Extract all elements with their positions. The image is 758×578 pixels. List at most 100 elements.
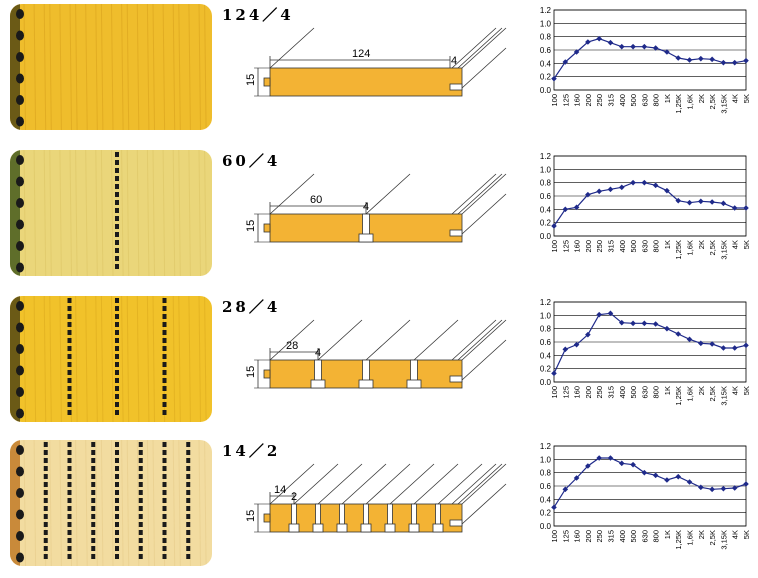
wood-panel-swatch — [10, 150, 212, 276]
edge-hole — [16, 408, 24, 419]
wood-grain-line — [162, 4, 166, 130]
perforation-dot — [162, 538, 167, 543]
perforation-dot — [67, 354, 72, 359]
perforation-dot — [162, 554, 167, 559]
perforation-dot — [115, 354, 119, 359]
x-tick-label: 400 — [618, 386, 627, 399]
wood-surface — [10, 296, 212, 422]
perforation-dot — [115, 184, 119, 189]
perspective-line — [269, 27, 315, 69]
wood-grain-line — [85, 150, 88, 276]
perspective-line — [365, 173, 411, 215]
wood-grain-line — [146, 440, 150, 566]
perforation-dot — [43, 474, 48, 479]
data-point-marker — [573, 204, 580, 211]
data-point-marker — [562, 59, 569, 65]
panel-edge-strip — [10, 440, 20, 566]
panel-cross-section — [269, 67, 463, 97]
perspective-line — [317, 319, 363, 361]
x-tick-label: 1K — [663, 240, 672, 249]
panel-tongue — [263, 223, 271, 233]
perforation-dot — [186, 522, 191, 527]
perspective-line — [269, 463, 315, 505]
data-point-marker — [709, 486, 715, 493]
wood-panel-swatch — [10, 296, 212, 422]
y-tick-label: 0.6 — [540, 192, 552, 201]
wood-grain-line — [146, 150, 150, 276]
perforation-dot — [43, 442, 48, 447]
data-point-marker — [573, 49, 580, 55]
panel-slot-cavity — [312, 523, 324, 533]
perforation-dot — [67, 394, 72, 399]
perforation-dot — [186, 538, 191, 543]
y-tick-label: 0.2 — [540, 509, 552, 518]
thickness-label: 15 — [245, 366, 257, 378]
wood-grain-line — [59, 150, 62, 276]
wood-grain-line — [23, 296, 26, 422]
y-tick-label: 0.4 — [540, 495, 552, 504]
data-point-marker — [641, 43, 648, 50]
panel-slot-cavity — [432, 523, 444, 533]
perforation-dot — [91, 458, 96, 463]
y-tick-label: 0.0 — [540, 232, 552, 241]
data-point-marker — [709, 199, 715, 205]
perforation-dot — [115, 306, 119, 311]
edge-hole — [16, 219, 24, 230]
x-tick-label: 315 — [606, 240, 615, 253]
wood-grain-line — [121, 150, 124, 276]
perforation-dot — [67, 522, 72, 527]
perforation-dot — [67, 466, 72, 471]
perforation-dot — [186, 498, 191, 503]
x-tick-label: 160 — [573, 94, 582, 107]
y-tick-label: 0.8 — [540, 469, 552, 478]
wood-panel-swatch — [10, 440, 212, 566]
x-tick-label: 5K — [742, 94, 751, 103]
perforation-dot — [115, 176, 119, 181]
wood-grain-line — [100, 150, 104, 276]
perforation-dot — [67, 314, 72, 319]
perforation-dot — [162, 346, 167, 351]
perforation-dot — [67, 514, 72, 519]
wood-grain-line — [111, 440, 114, 566]
x-tick-label: 1,6K — [686, 240, 695, 255]
wood-grain-line — [204, 4, 207, 130]
perforation-dot — [186, 482, 191, 487]
panel-slot — [363, 503, 369, 527]
perforation-dot — [138, 514, 143, 519]
perforation-dot — [138, 506, 143, 511]
perforation-dot — [186, 490, 191, 495]
panel-slot — [314, 359, 322, 383]
x-tick-label: 400 — [618, 240, 627, 253]
x-tick-label: 125 — [561, 530, 570, 543]
data-point-marker — [698, 484, 704, 491]
x-tick-label: 100 — [550, 94, 559, 107]
wood-grain-line — [43, 296, 47, 422]
data-point-marker — [731, 205, 738, 211]
data-point-marker — [596, 455, 602, 461]
y-tick-label: 1.0 — [540, 19, 552, 28]
perforation-dot — [138, 490, 143, 495]
x-tick-label: 800 — [652, 530, 661, 543]
x-tick-label: 3,15K — [719, 530, 728, 550]
wood-grain-line — [33, 440, 37, 566]
wood-grain-line — [75, 150, 78, 276]
wood-grain-line — [59, 296, 62, 422]
perforation-dot — [186, 474, 191, 479]
x-tick-label: 200 — [584, 240, 593, 253]
perforation-dot — [138, 530, 143, 535]
edge-hole — [16, 73, 24, 84]
y-tick-label: 0.6 — [540, 338, 552, 347]
wood-grain-line — [152, 440, 155, 566]
perforation-dot — [186, 458, 191, 463]
perspective-line — [461, 463, 507, 505]
y-tick-label: 0.4 — [540, 59, 552, 68]
edge-hole — [16, 262, 24, 273]
wood-grain-line — [126, 296, 130, 422]
wood-grain-line — [100, 296, 104, 422]
panel-slot-cavity — [336, 523, 348, 533]
panel-slot-cavity — [358, 233, 374, 243]
x-tick-label: 1,6K — [686, 386, 695, 401]
